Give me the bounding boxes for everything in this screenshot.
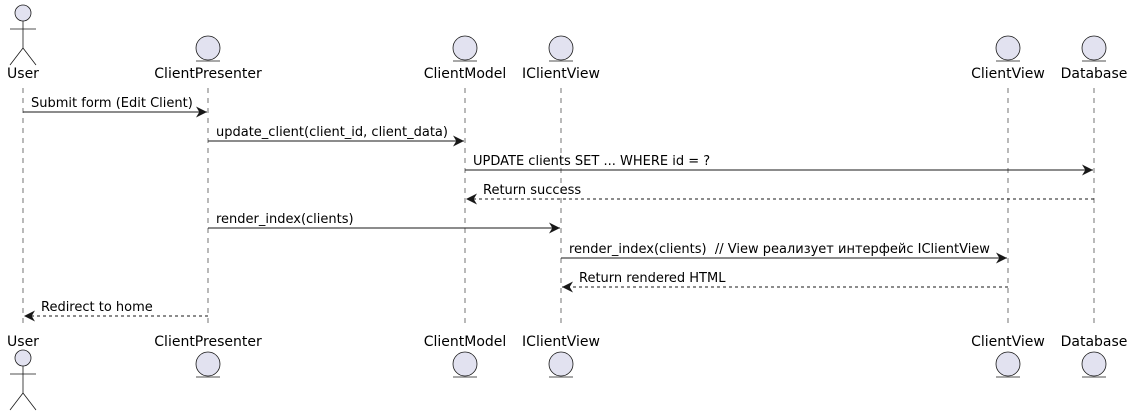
entity-icon: [1081, 35, 1107, 62]
entity-icon: [195, 35, 221, 62]
entity-icon: [452, 351, 478, 378]
participant-name-db-bottom: Database: [1061, 334, 1128, 350]
participant-name-presenter: ClientPresenter: [154, 66, 262, 82]
participant-name-model-bottom: ClientModel: [424, 334, 507, 350]
participant-name-view-bottom: ClientView: [971, 334, 1045, 350]
participant-name-user-bottom: User: [7, 334, 39, 350]
entity-icon: [1081, 351, 1107, 378]
message-label: update_client(client_id, client_data): [216, 125, 448, 140]
message-label: Return success: [483, 183, 581, 198]
participant-name-db: Database: [1061, 66, 1128, 82]
entity-icon: [452, 35, 478, 62]
entity-icon: [195, 351, 221, 378]
participant-name-view: ClientView: [971, 66, 1045, 82]
actor-icon: [9, 4, 37, 66]
participant-name-model: ClientModel: [424, 66, 507, 82]
message-label: Return rendered HTML: [579, 271, 726, 286]
participant-name-iview: IClientView: [522, 66, 600, 82]
participant-name-user: User: [7, 66, 39, 82]
entity-icon: [548, 35, 574, 62]
participant-name-iview-bottom: IClientView: [522, 334, 600, 350]
participant-name-presenter-bottom: ClientPresenter: [154, 334, 262, 350]
message-label: Redirect to home: [41, 300, 153, 315]
entity-icon: [995, 351, 1021, 378]
entity-icon: [548, 351, 574, 378]
message-label: render_index(clients) // View реализует …: [569, 242, 990, 257]
message-label: UPDATE clients SET ... WHERE id = ?: [473, 154, 710, 169]
actor-icon: [9, 349, 37, 411]
message-label: Submit form (Edit Client): [31, 96, 193, 111]
entity-icon: [995, 35, 1021, 62]
message-label: render_index(clients): [216, 212, 354, 227]
